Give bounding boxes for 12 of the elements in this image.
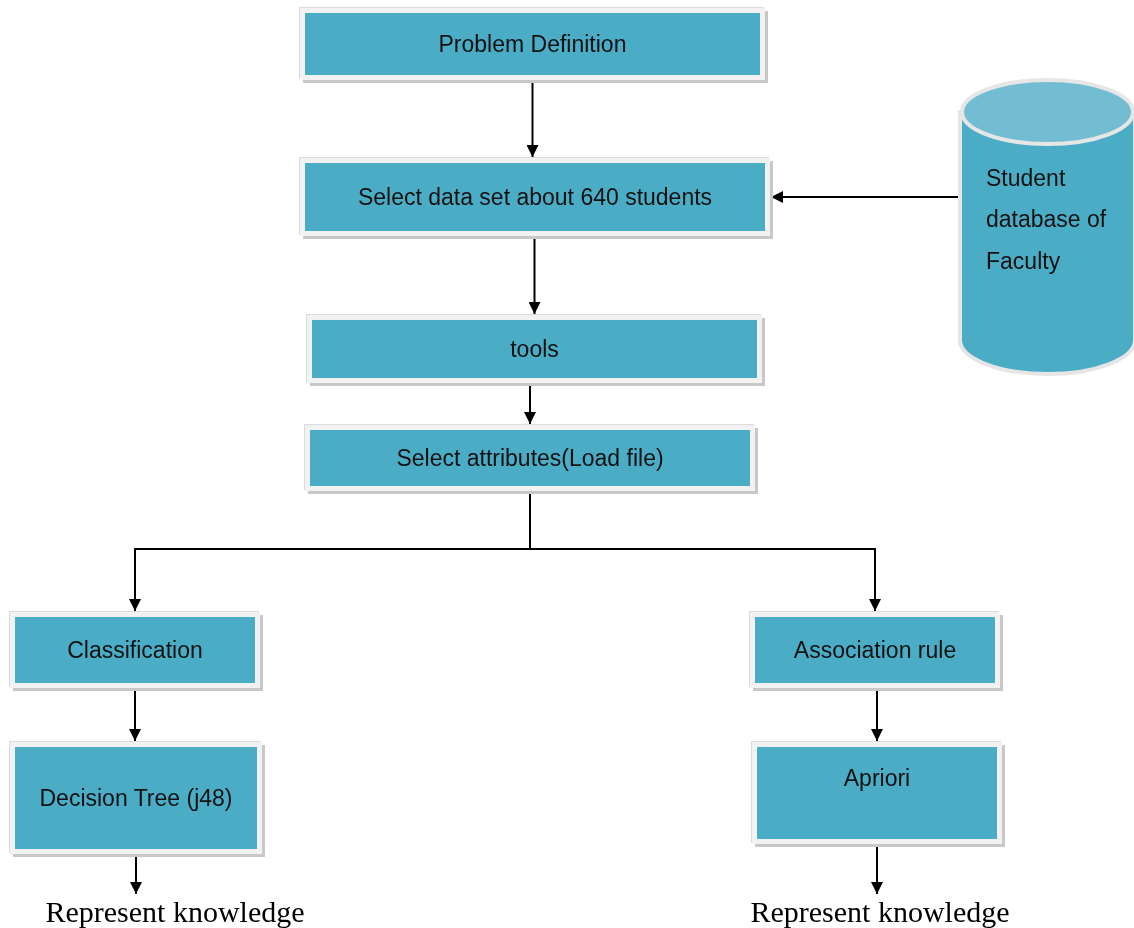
output-label: Represent knowledge: [750, 895, 1010, 928]
process-box: Problem Definition: [300, 8, 765, 80]
output-label: Represent knowledge: [45, 895, 305, 928]
process-box: tools: [307, 315, 762, 383]
process-box: Association rule: [750, 612, 1000, 688]
process-box: Apriori: [752, 742, 1002, 844]
node-label: Student database of Faculty: [986, 164, 1108, 276]
process-box: Decision Tree (j48): [10, 742, 262, 854]
process-box: Classification: [10, 612, 260, 688]
process-box: Select data set about 640 students: [300, 158, 770, 236]
process-box: Select attributes(Load file): [305, 425, 755, 491]
arrow: [770, 191, 961, 203]
